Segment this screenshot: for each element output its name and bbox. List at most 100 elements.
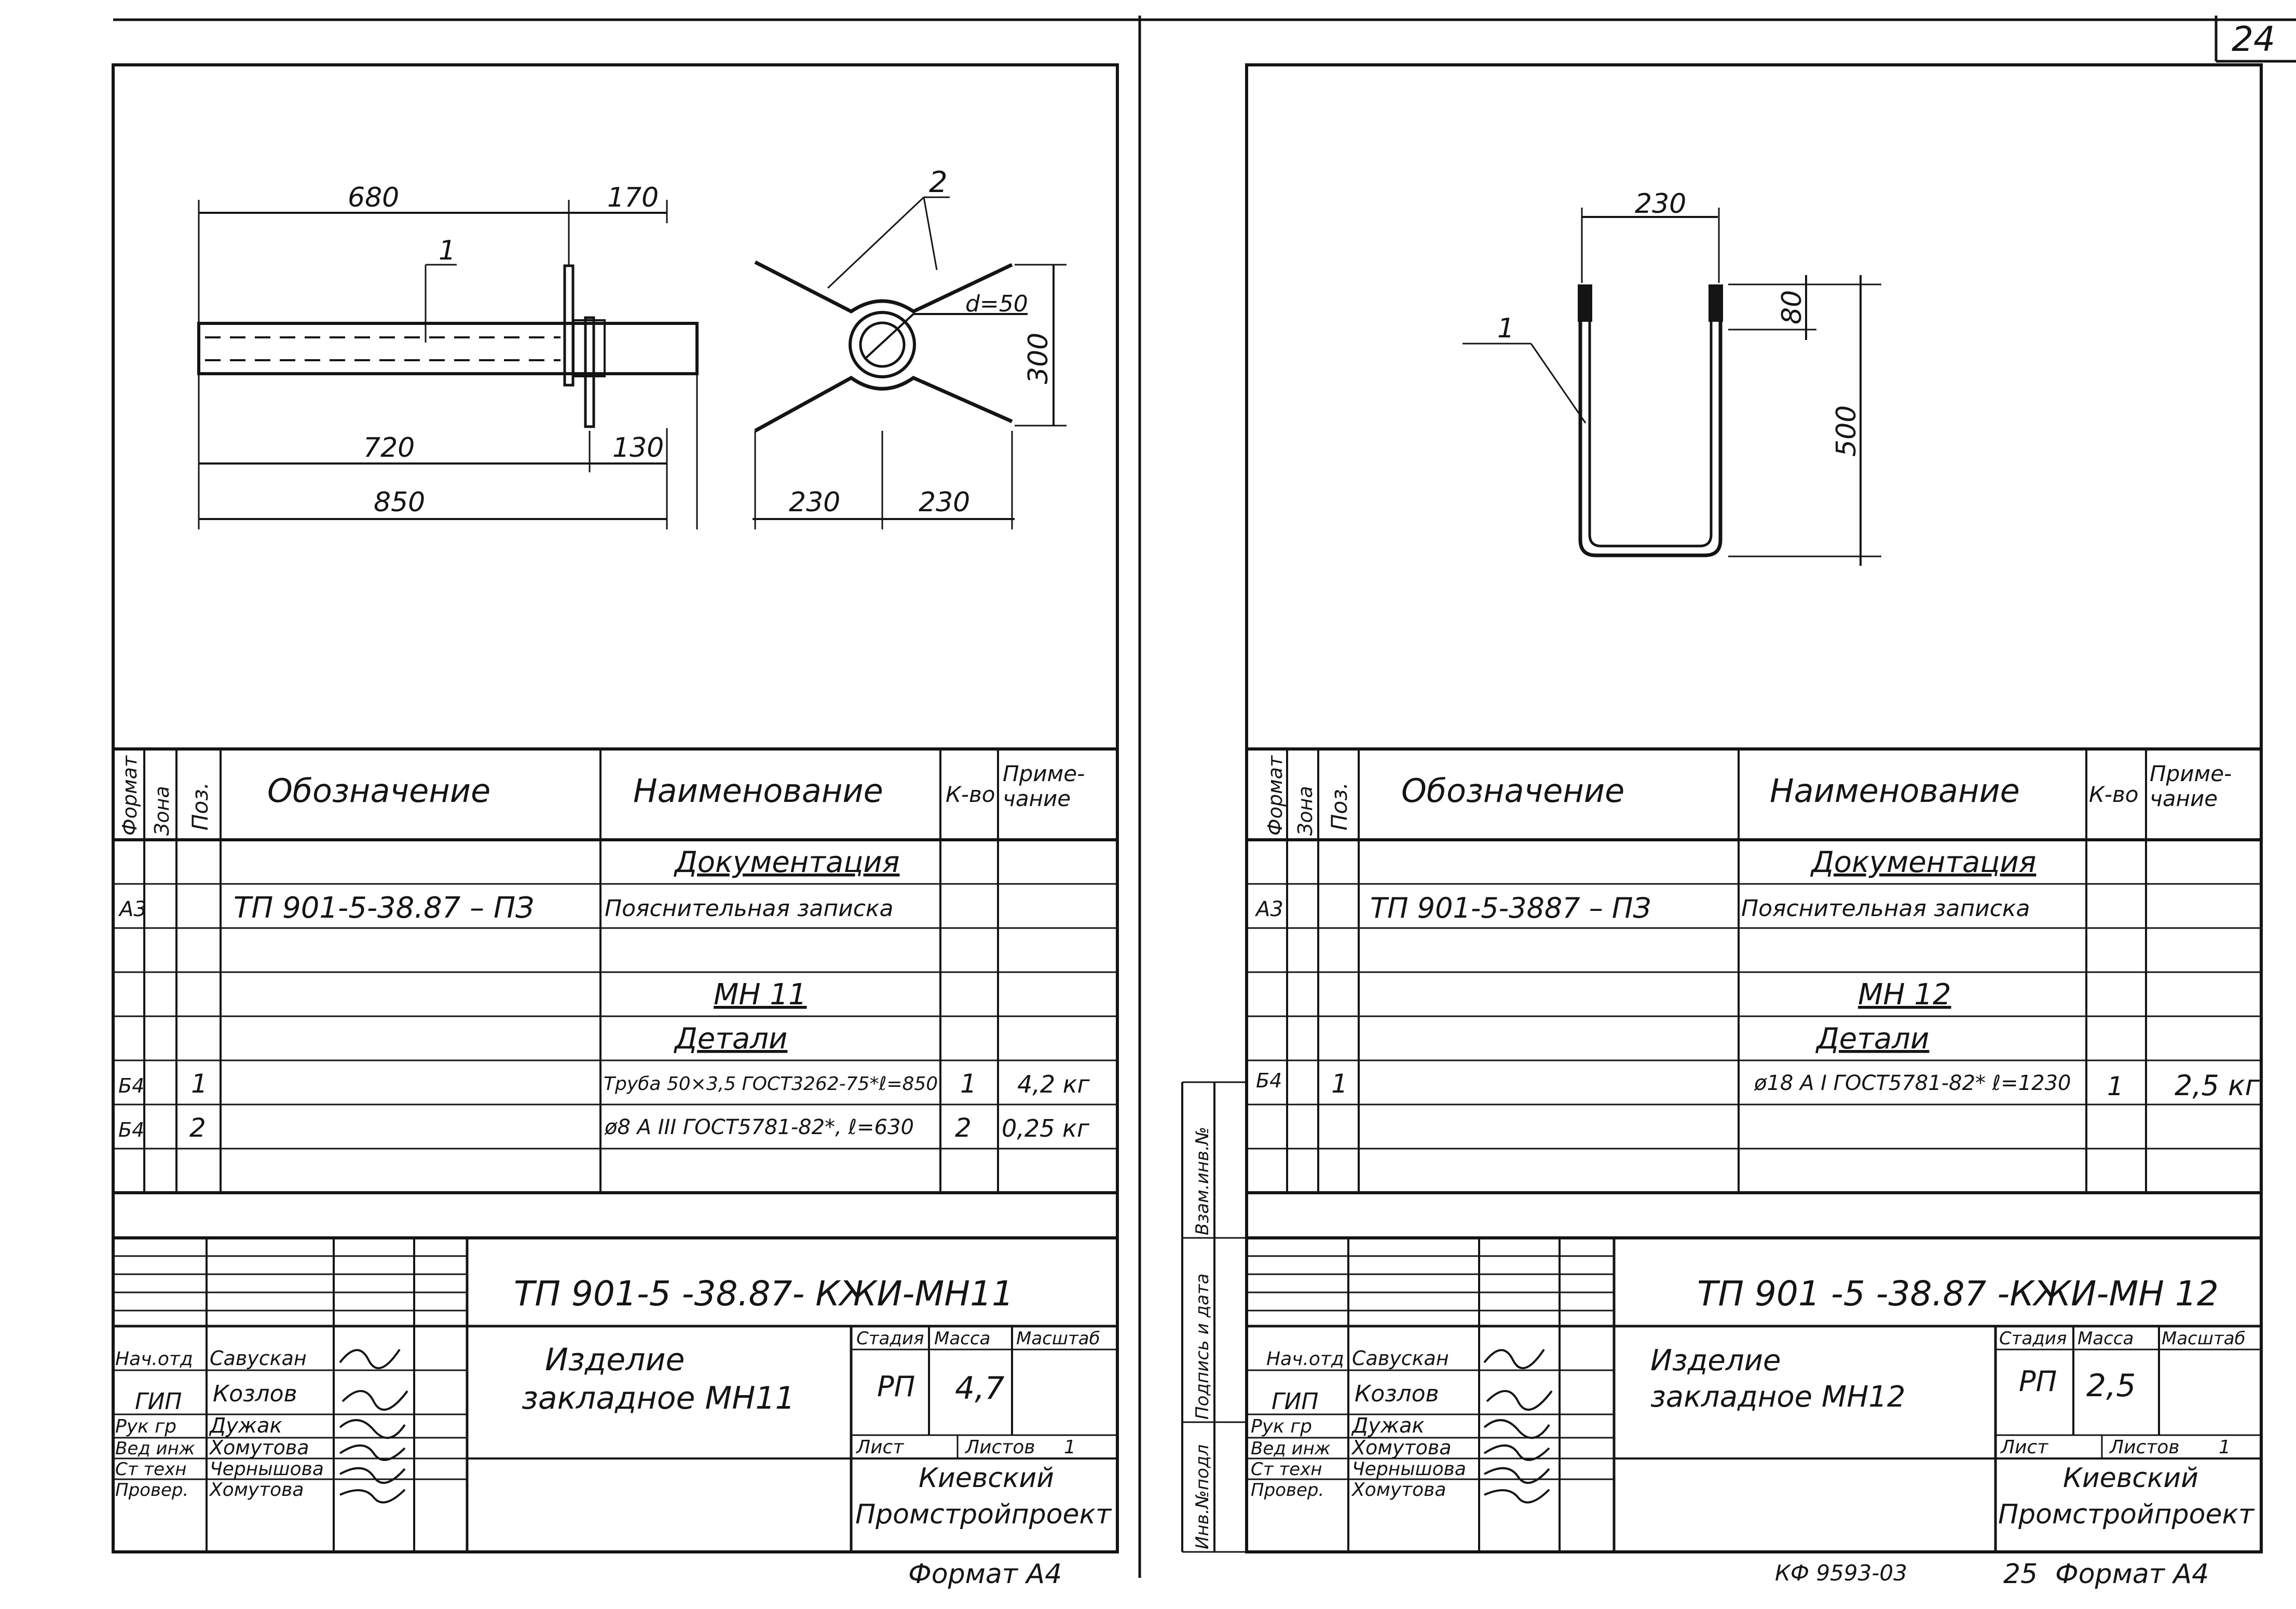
dim-850: 850 (374, 487, 425, 518)
stamp-inv-replace: Взам.инв.№ (1192, 1127, 1213, 1235)
spec-row-pos: 1 (191, 1069, 208, 1099)
left-title-block-grid (113, 1236, 1117, 1552)
page-number: 24 (2232, 19, 2275, 59)
spec-row-name: МН 12 (1858, 978, 1951, 1012)
format-label: Формат А4 (908, 1559, 1062, 1590)
spec-header-note-line2: чание (2150, 786, 2218, 811)
spec-header-note: Приме- чание (1003, 761, 1092, 811)
spec-row-qty: 2 (955, 1113, 972, 1143)
title-sheets-count: 1 (1064, 1437, 1076, 1458)
staff-role: Ст техн (115, 1459, 186, 1480)
staff-name: Хомутова (1351, 1479, 1446, 1501)
dim-230-b: 230 (919, 487, 970, 518)
spec-header-format: Формат (1264, 755, 1287, 836)
staff-role: Провер. (115, 1480, 188, 1501)
title-product-name: Изделие закладное МН11 (522, 1342, 795, 1416)
spec-row-note: 2,5 кг (2175, 1069, 2260, 1102)
staff-role: Провер. (1251, 1480, 1324, 1501)
spec-row-name: Детали (1815, 1022, 1929, 1056)
title-doc-code: ТП 901-5 -38.87- КЖИ-МН11 (514, 1274, 1014, 1314)
spec-row-name: ø18 А I ГОСТ5781-82* ℓ=1230 (1754, 1071, 2071, 1095)
spec-header-pos: Поз. (187, 782, 213, 830)
title-col-stage: Стадия (1999, 1328, 2067, 1349)
callout-2: 2 (929, 166, 948, 199)
title-product-line2: закладное МН11 (522, 1380, 795, 1416)
spec-row-note: 4,2 кг (1017, 1070, 1090, 1098)
staff-role: Рук гр (115, 1416, 176, 1437)
dim-230-a: 230 (789, 487, 840, 518)
spec-row-pos: 2 (189, 1113, 206, 1143)
dim-130: 130 (612, 432, 664, 463)
left-spec-grid (113, 747, 1117, 1194)
staff-role: ГИП (1272, 1388, 1319, 1415)
right-sheet: 230 80 500 1 Взам.инв.№ Подпись и дата И… (1181, 63, 2263, 1590)
title-mass: 4,7 (955, 1370, 1004, 1407)
staff-name: Козлов (213, 1381, 297, 1407)
right-side-stamp-grid (1181, 1081, 1247, 1553)
title-sheets-label: Листов (964, 1437, 1035, 1458)
right-part-drawing (1463, 208, 1881, 566)
spec-row-qty: 1 (960, 1069, 977, 1099)
spec-row-name: Пояснительная записка (1741, 895, 2030, 922)
staff-name: Хомутова (209, 1436, 309, 1459)
right-title-block-grid (1247, 1236, 2261, 1552)
dim-680: 680 (348, 182, 399, 213)
spec-header-format: Формат (118, 755, 141, 836)
right-spec-grid (1247, 747, 2261, 1194)
spec-row-format: Б4 (1256, 1069, 1282, 1092)
spec-row-format: Б4 (118, 1119, 144, 1141)
spec-row-format: А3 (1254, 897, 1283, 921)
spec-row-name: Документация (1810, 846, 2036, 879)
spec-row-format: А3 (118, 897, 147, 921)
spec-header-zone: Зона (151, 786, 173, 836)
title-doc-code: ТП 901 -5 -38.87 -КЖИ-МН 12 (1697, 1274, 2219, 1314)
spec-row-name: ø8 А III ГОСТ5781-82*, ℓ=630 (604, 1115, 914, 1139)
staff-name: Хомутова (209, 1479, 304, 1501)
title-col-stage: Стадия (856, 1328, 924, 1349)
spec-row-name: Документация (673, 846, 899, 879)
spec-header-note-line2: чание (1003, 786, 1071, 811)
title-mass: 2,5 (2086, 1368, 2136, 1404)
dim-720: 720 (363, 432, 415, 463)
title-sheet-label: Лист (2000, 1437, 2048, 1458)
staff-name: Дужак (1351, 1414, 1425, 1438)
staff-name: Чернышова (1352, 1458, 1466, 1480)
signature-marks (339, 1348, 408, 1504)
title-product-name: Изделие закладное МН12 (1650, 1344, 1906, 1414)
spec-row-qty: 1 (2107, 1071, 2124, 1101)
staff-name: Козлов (1355, 1381, 1439, 1407)
title-org-line2: Промстройпроект (855, 1499, 1112, 1530)
title-col-mass: Масса (2078, 1328, 2134, 1349)
spec-row-name: МН 11 (714, 978, 807, 1012)
spec-row-format: Б4 (118, 1074, 144, 1097)
title-sheet-label: Лист (855, 1437, 904, 1458)
dim-300: 300 (1023, 333, 1054, 384)
spec-row-note: 0,25 кг (1002, 1114, 1090, 1142)
staff-name: Савускан (1352, 1347, 1449, 1370)
spec-header-designation: Обозначение (1401, 772, 1624, 810)
stamp-sign-date: Подпись и дата (1192, 1273, 1213, 1420)
staff-name: Хомутова (1351, 1436, 1452, 1459)
title-col-scale: Масштаб (1016, 1328, 1100, 1349)
staff-role: Нач.отд (115, 1348, 193, 1370)
staff-name: Дужак (209, 1414, 282, 1438)
sheet-number: 25 (2003, 1559, 2038, 1590)
spec-header-note-line1: Приме- (1003, 761, 1085, 786)
callout-1: 1 (439, 235, 456, 266)
title-stage: РП (2019, 1365, 2057, 1398)
sheet-frame (113, 16, 2296, 1578)
spec-header-name: Наименование (1770, 772, 2020, 810)
callout-1: 1 (1497, 313, 1514, 344)
staff-name: Чернышова (210, 1458, 324, 1480)
spec-header-designation: Обозначение (267, 772, 490, 810)
title-col-mass: Масса (934, 1328, 990, 1349)
bottom-code: КФ 9593-03 (1775, 1560, 1907, 1586)
spec-header-note-line1: Приме- (2150, 761, 2232, 786)
spec-row-name: Труба 50×3,5 ГОСТ3262-75*ℓ=850 (604, 1073, 938, 1095)
title-stage: РП (877, 1370, 915, 1403)
staff-name: Савускан (210, 1347, 307, 1370)
spec-header-pos: Поз. (1327, 782, 1352, 830)
dim-d50: d=50 (965, 291, 1028, 317)
spec-row-designation: ТП 901-5-38.87 – ПЗ (234, 891, 534, 925)
